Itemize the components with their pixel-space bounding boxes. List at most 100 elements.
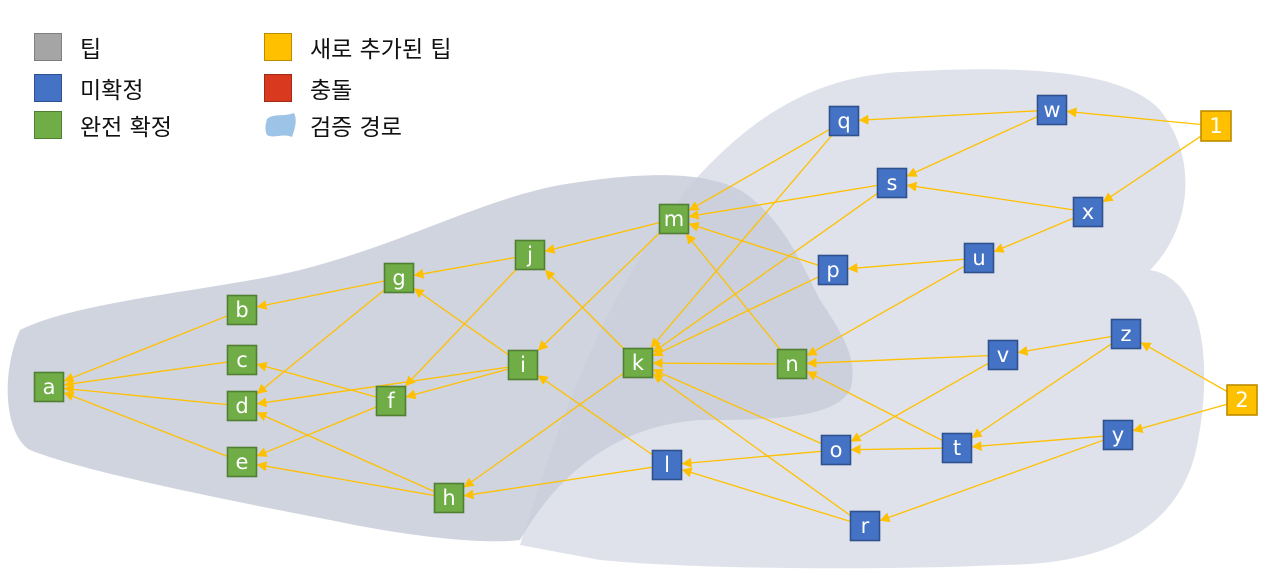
edge-v-n <box>806 354 989 368</box>
edge-s-m <box>688 184 878 220</box>
node-m: m <box>658 203 690 235</box>
edge-q-m <box>688 128 830 211</box>
node-a: a <box>33 371 65 403</box>
node-label-l: l <box>664 453 670 477</box>
edge-g-d <box>256 289 385 395</box>
edge-u-p <box>847 258 965 273</box>
node-label-y: y <box>1112 423 1124 447</box>
node-box-s <box>876 167 908 199</box>
edge-k-h <box>463 372 624 488</box>
node-i: i <box>507 349 539 381</box>
edge-p-k <box>652 276 819 357</box>
node-v: v <box>987 339 1019 371</box>
edge-u-n <box>806 265 965 356</box>
node-box-c <box>226 344 258 376</box>
legend-confirmed: 완전 확정 <box>34 110 172 141</box>
edge-j-g <box>413 256 516 279</box>
edge-m-i <box>537 232 660 351</box>
node-o: o <box>820 434 852 466</box>
node-box-m <box>658 203 690 235</box>
node-box-p <box>817 254 849 286</box>
node-label-h: h <box>442 486 455 510</box>
legend-swatch-tip <box>34 33 62 61</box>
node-label-m: m <box>664 207 684 231</box>
edge-x-s <box>906 181 1074 211</box>
edge-h-e <box>256 461 435 497</box>
node-box-l <box>651 449 683 481</box>
node-label-t: t <box>953 436 961 460</box>
node-label-x: x <box>1082 200 1094 224</box>
node-label-g: g <box>392 266 405 290</box>
node-label-u: u <box>972 246 985 270</box>
node-t: t <box>941 432 973 464</box>
edge-x-u <box>993 217 1074 253</box>
node-box-1 <box>1200 110 1232 142</box>
legend-new-tip: 새로 추가된 팁 <box>264 32 452 63</box>
edge-c-a <box>63 361 228 389</box>
node-label-w: w <box>1043 98 1060 122</box>
node-box-w <box>1036 94 1068 126</box>
edge-z-v <box>1017 335 1112 356</box>
edge-g-b <box>256 280 385 310</box>
node-label-2: 2 <box>1235 388 1248 412</box>
node-d: d <box>226 390 258 422</box>
node-box-o <box>820 434 852 466</box>
edge-m-j <box>544 221 660 254</box>
edge-z-t <box>971 343 1112 439</box>
node-box-d <box>226 390 258 422</box>
node-label-1: 1 <box>1209 114 1222 138</box>
node-box-q <box>828 105 860 137</box>
legend-label-unconfirmed: 미확정 <box>80 78 144 104</box>
edge-w-s <box>906 116 1038 177</box>
legend-swatch-new-tip <box>264 33 292 61</box>
node-box-k <box>622 347 654 379</box>
node-box-i <box>507 349 539 381</box>
node-box-n <box>776 348 808 380</box>
node-box-j <box>514 239 546 271</box>
edge-y-t <box>971 435 1104 451</box>
legend-unconfirmed: 미확정 <box>34 73 144 104</box>
edge-v-o <box>850 362 989 442</box>
edge-i-d <box>256 366 509 408</box>
node-box-v <box>987 339 1019 371</box>
node-box-h <box>433 482 465 514</box>
node-q: q <box>828 105 860 137</box>
node-u: u <box>963 242 995 274</box>
edge-h-d <box>256 411 435 493</box>
edge-y-r <box>879 439 1104 523</box>
node-label-r: r <box>861 514 870 538</box>
legend-path: 검증 경로 <box>264 110 402 141</box>
node-label-b: b <box>235 298 248 322</box>
edge-b-a <box>63 315 228 383</box>
node-j: j <box>514 239 546 271</box>
node-y: y <box>1102 419 1134 451</box>
node-box-t <box>941 432 973 464</box>
node-label-d: d <box>235 394 248 418</box>
edge-f-c <box>256 361 377 398</box>
edge-i-f <box>405 368 509 400</box>
node-2: 2 <box>1226 384 1258 416</box>
node-p: p <box>817 254 849 286</box>
node-box-x <box>1072 196 1104 228</box>
legend-conflict: 충돌 <box>264 73 352 104</box>
node-box-u <box>963 242 995 274</box>
node-label-k: k <box>632 351 645 375</box>
node-k: k <box>622 347 654 379</box>
node-label-p: p <box>826 258 839 282</box>
node-label-o: o <box>830 438 843 462</box>
node-e: e <box>226 446 258 478</box>
legend-swatch-path <box>265 113 296 137</box>
legend-swatch-confirmed <box>34 111 62 139</box>
legend-label-tip: 팁 <box>80 37 102 63</box>
edge-l-i <box>537 375 653 456</box>
node-label-a: a <box>43 375 56 399</box>
edge-1-x <box>1102 135 1202 203</box>
edge-e-a <box>63 391 228 458</box>
node-box-z <box>1110 318 1142 350</box>
node-box-e <box>226 446 258 478</box>
node-1: 1 <box>1200 110 1232 142</box>
legend-label-path: 검증 경로 <box>310 115 402 141</box>
node-h: h <box>433 482 465 514</box>
node-label-i: i <box>520 353 526 377</box>
